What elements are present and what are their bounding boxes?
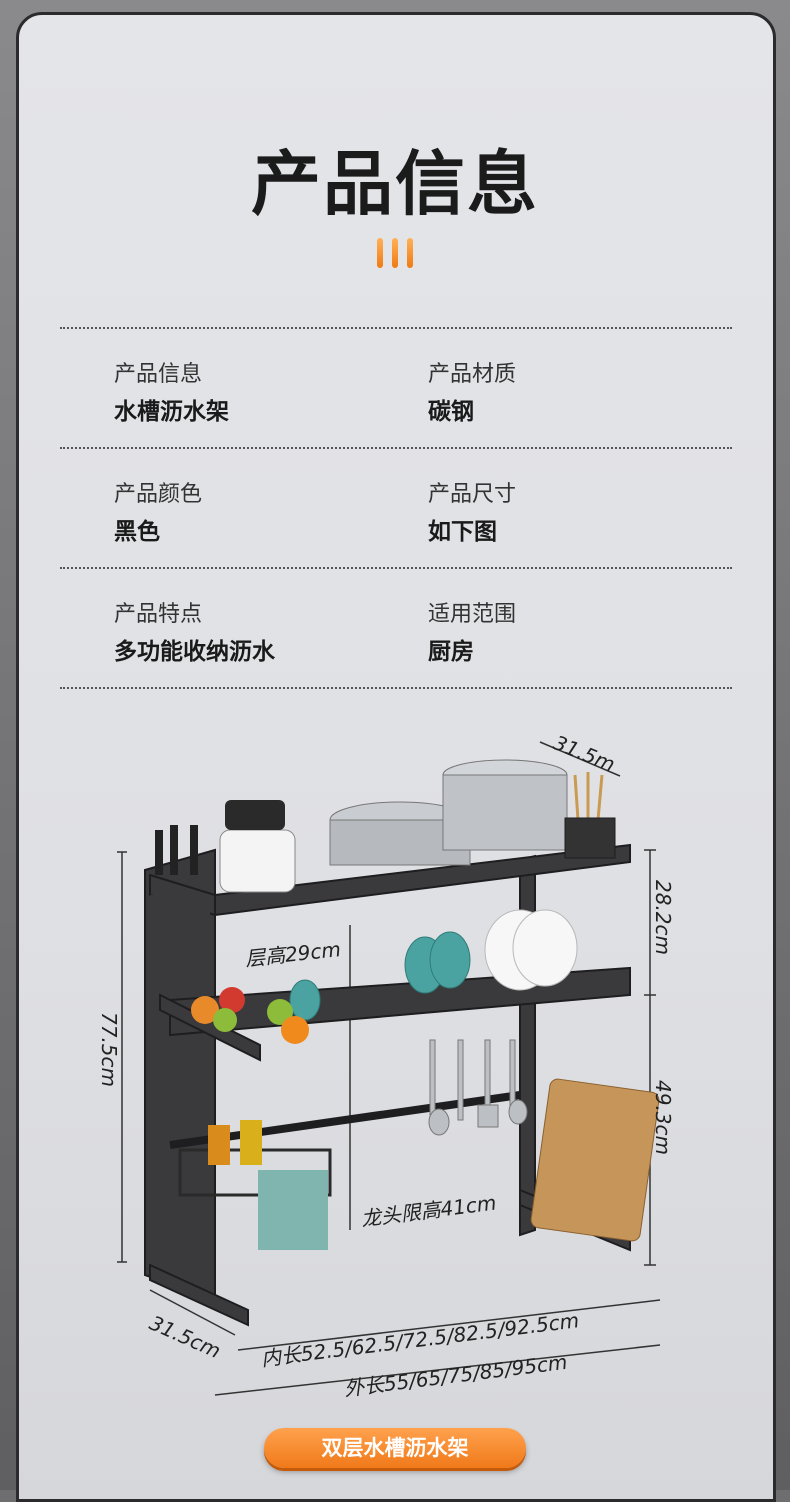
- divider: [60, 447, 732, 449]
- page-title: 产品信息: [251, 143, 539, 225]
- spec-value: 多功能收纳沥水: [114, 639, 275, 665]
- spec-label: 适用范围: [428, 602, 517, 627]
- spec-value: 碳钢: [428, 399, 474, 425]
- spec-label: 产品特点: [114, 602, 203, 627]
- dim-layer-height: 层高29cm: [244, 937, 342, 971]
- divider: [60, 327, 732, 329]
- spec-value: 如下图: [428, 519, 497, 545]
- dim-bottom-depth: 31.5cm: [146, 1311, 224, 1363]
- dim-top-layer-height: 28.2cm: [651, 880, 675, 955]
- product-name-button[interactable]: 双层水槽沥水架: [264, 1428, 526, 1468]
- dim-lower-height: 49.3cm: [651, 1080, 675, 1155]
- dim-faucet-clearance: 龙头限高41cm: [360, 1191, 498, 1231]
- spec-label: 产品颜色: [114, 482, 203, 507]
- dim-outer-length: 外长55/65/75/85/95cm: [343, 1350, 569, 1401]
- spec-value: 黑色: [114, 519, 160, 545]
- spec-value: 厨房: [428, 639, 474, 665]
- product-diagram: 31.5m 28.2cm 层高29cm 77.5cm 49.3cm 龙头限高41…: [97, 730, 675, 1401]
- spec-value: 水槽沥水架: [114, 399, 229, 425]
- spec-label: 产品尺寸: [428, 482, 517, 507]
- spec-label: 产品材质: [428, 362, 517, 387]
- divider: [60, 687, 732, 689]
- spec-label: 产品信息: [114, 362, 203, 387]
- title-accent-icon: [377, 238, 417, 268]
- dim-total-height: 77.5cm: [97, 1012, 121, 1087]
- divider: [60, 567, 732, 569]
